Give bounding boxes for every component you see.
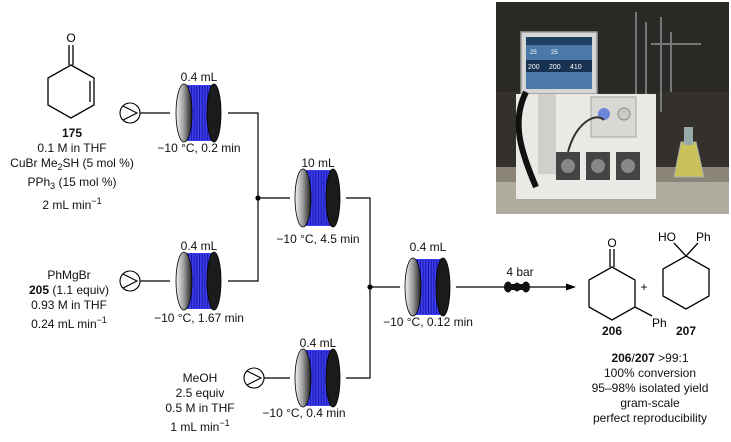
product-206-number: 206 — [601, 324, 623, 338]
coil-4-volume: 0.4 mL — [409, 240, 447, 254]
concentration: 0.1 M in THF — [37, 141, 107, 155]
pump-icon — [119, 270, 141, 292]
coil-3-volume: 10 mL — [301, 156, 335, 170]
coil-5-volume: 0.4 mL — [299, 336, 337, 350]
coil-5-conditions: −10 °C, 0.4 min — [262, 406, 346, 420]
coil-1-conditions: −10 °C, 0.2 min — [157, 141, 241, 155]
reagent-equiv: 2.5 equiv — [175, 386, 225, 400]
catalyst: CuBr Me2SH (5 mol %) — [10, 156, 134, 172]
reproducibility: perfect reproducibility — [592, 411, 708, 425]
atom-ph-206: Ph — [652, 316, 667, 330]
pump-icon — [243, 367, 265, 389]
selectivity-ratio: 206/207 >99:1 — [611, 351, 689, 365]
panel-value: 25 — [551, 50, 558, 56]
concentration: 0.93 M in THF — [31, 298, 107, 312]
coil-2-conditions: −10 °C, 1.67 min — [154, 311, 244, 325]
pump-icon — [119, 102, 141, 124]
conversion: 100% conversion — [603, 366, 697, 380]
plus-sign: + — [640, 280, 647, 294]
atom-o-206: O — [607, 236, 616, 250]
ligand: PPh3 (15 mol %) — [27, 175, 117, 191]
coil-3-conditions: −10 °C, 4.5 min — [276, 232, 360, 246]
panel-value: 410 — [570, 64, 582, 71]
coil-1-volume: 0.4 mL — [180, 70, 218, 84]
mixing-point-1 — [255, 195, 261, 201]
structure-207 — [662, 242, 710, 310]
mixing-point-2 — [367, 284, 373, 290]
apparatus-photo-illustration: 25 25 200 200 410 — [496, 2, 729, 214]
atom-o-175: O — [66, 31, 75, 45]
atom-ho-207: HO — [658, 230, 676, 244]
reagent-name: PhMgBr — [47, 268, 91, 282]
flow-rate: 2 mL min−1 — [42, 196, 102, 212]
structure-175-cyclohexenone — [47, 45, 95, 119]
panel-value: 25 — [530, 50, 537, 56]
coil-5-reactor — [294, 348, 341, 408]
coil-1-reactor — [175, 83, 222, 143]
scale: gram-scale — [620, 396, 680, 410]
reagent-amount: 205 (1.1 equiv) — [28, 283, 110, 297]
panel-value: 200 — [528, 64, 540, 71]
bpr-label: 4 bar — [506, 265, 534, 279]
back-pressure-regulator-icon — [504, 281, 530, 293]
quench-label-block: MeOH 2.5 equiv 0.5 M in THF 1 mL min−1 — [165, 371, 234, 435]
structure-206 — [588, 249, 653, 321]
coil-reactors — [175, 83, 451, 408]
panel-value: 200 — [549, 64, 561, 71]
coil-3-reactor — [294, 168, 341, 228]
coil-4-reactor — [404, 257, 451, 317]
atom-ph-207: Ph — [696, 230, 711, 244]
flow-arrow-head — [566, 283, 576, 291]
reagent-name: MeOH — [182, 371, 218, 385]
flow-rate: 1 mL min−1 — [170, 418, 230, 434]
product-207-number: 207 — [675, 324, 697, 338]
apparatus-photo: 25 25 200 200 410 — [496, 2, 729, 214]
isolated-yield: 95–98% isolated yield — [591, 381, 709, 395]
concentration: 0.5 M in THF — [165, 401, 235, 415]
coil-2-reactor — [175, 251, 222, 311]
results-block: 206/207 >99:1 100% conversion 95–98% iso… — [592, 351, 709, 426]
coil-4-conditions: −10 °C, 0.12 min — [383, 315, 473, 329]
compound-number: 175 — [61, 126, 83, 140]
grignard-label-block: PhMgBr 205 (1.1 equiv) 0.93 M in THF 0.2… — [29, 268, 109, 332]
flow-rate: 0.24 mL min−1 — [31, 315, 107, 331]
coil-2-volume: 0.4 mL — [180, 239, 218, 253]
tubing — [140, 112, 568, 379]
enone-label-block: 175 0.1 M in THF CuBr Me2SH (5 mol %) PP… — [10, 126, 134, 213]
